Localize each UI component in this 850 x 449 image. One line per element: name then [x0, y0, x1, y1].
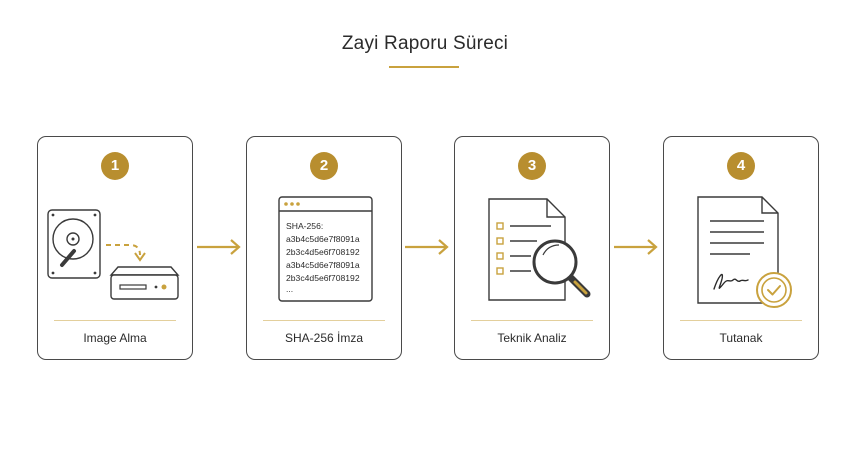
hash-window-icon [278, 196, 373, 302]
hash-line: 2b3c4d5e6f708192 [286, 273, 360, 283]
step-card-4: 4 Tutanak [663, 136, 819, 360]
hash-line: 2b3c4d5e6f708192 [286, 247, 360, 257]
step-card-1: 1 Image Alma [37, 136, 193, 360]
card-divider [54, 320, 176, 321]
step-number-badge: 4 [727, 152, 755, 180]
hash-ellipsis: ... [286, 284, 294, 294]
arrow-right-icon [614, 239, 658, 255]
page-title: Zayi Raporu Süreci [341, 33, 509, 54]
card-divider [680, 320, 802, 321]
hash-header: SHA-256: [286, 221, 324, 231]
step-label: Teknik Analiz [497, 331, 567, 345]
card-divider [263, 320, 385, 321]
step-card-3: 3 Teknik Analiz [454, 136, 610, 360]
step-label: SHA-256 İmza [284, 331, 364, 345]
hash-line: a3b4c5d6e7f8091a [286, 260, 360, 270]
hash-line: a3b4c5d6e7f8091a [286, 234, 360, 244]
step-number-badge: 3 [518, 152, 546, 180]
step-number-badge: 2 [310, 152, 338, 180]
step-card-2: 2 SHA-256: a3b4c5d6e7f8091a 2b3c4d5e6f70… [246, 136, 402, 360]
step-number-badge: 1 [101, 152, 129, 180]
signed-certificate-icon [697, 196, 792, 308]
arrow-right-icon [405, 239, 449, 255]
arrow-right-icon [197, 239, 241, 255]
card-divider [471, 320, 593, 321]
step-label: Image Alma [83, 331, 147, 345]
document-magnifier-icon [488, 198, 591, 301]
hard-drive-to-external-disk-icon [47, 209, 180, 300]
title-underline [389, 66, 459, 68]
step-label: Tutanak [719, 331, 763, 345]
